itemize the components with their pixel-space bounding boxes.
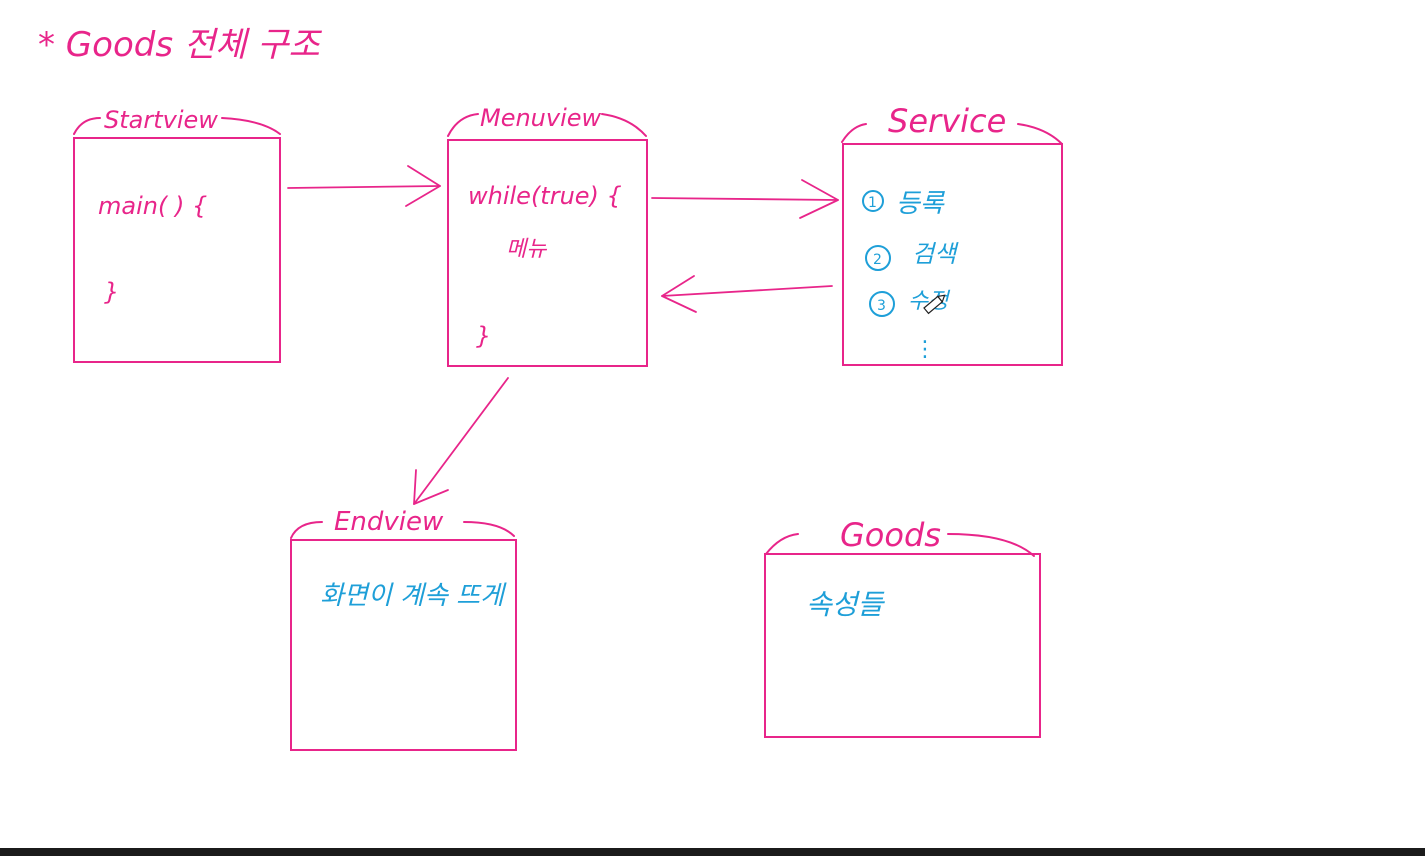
goods-tab bbox=[765, 533, 1035, 557]
startview-node: Startview main( ) { } bbox=[73, 106, 281, 363]
startview-label: Startview bbox=[104, 106, 218, 134]
menuview-label: Menuview bbox=[480, 104, 602, 132]
service-item-3-circle bbox=[869, 291, 895, 317]
endview-node: Endview 화면이 계속 뜨게 bbox=[290, 507, 517, 751]
bottom-bar bbox=[0, 848, 1425, 856]
menuview-box bbox=[447, 139, 648, 367]
menuview-line2: 메뉴 bbox=[506, 237, 547, 262]
endview-box bbox=[290, 539, 517, 751]
pencil-cursor-icon bbox=[923, 294, 946, 315]
startview-line2: } bbox=[104, 278, 119, 306]
service-item-1-circle bbox=[862, 190, 884, 212]
arrow-service-to-menuview bbox=[661, 275, 833, 313]
service-item-2-num: 2 bbox=[873, 252, 882, 268]
goods-node: Goods 속성들 bbox=[764, 516, 1041, 738]
startview-box bbox=[73, 137, 281, 363]
endview-tab bbox=[290, 521, 515, 539]
menuview-line1: while(true) { bbox=[468, 182, 622, 210]
goods-label: Goods bbox=[840, 516, 941, 554]
service-node: Service 1 등록 2 검색 3 수정 ⋮ bbox=[841, 102, 1063, 366]
startview-tab bbox=[73, 117, 281, 135]
service-item-2-circle bbox=[865, 245, 891, 271]
service-tab bbox=[841, 123, 1063, 145]
service-item-1-num: 1 bbox=[868, 195, 877, 211]
endview-text: 화면이 계속 뜨게 bbox=[320, 581, 507, 611]
service-item-1-text: 등록 bbox=[896, 189, 946, 219]
goods-box bbox=[764, 553, 1041, 738]
menuview-tab bbox=[447, 113, 647, 137]
service-more: ⋮ bbox=[914, 337, 936, 362]
page-title: * Goods 전체 구조 bbox=[38, 25, 323, 65]
arrow-startview-to-menuview bbox=[287, 165, 441, 207]
arrow-menuview-to-endview bbox=[413, 377, 509, 505]
endview-label: Endview bbox=[334, 507, 444, 537]
service-item-3-num: 3 bbox=[877, 298, 886, 314]
service-item-2-text: 검색 bbox=[912, 240, 959, 268]
menuview-node: Menuview while(true) { 메뉴 } bbox=[447, 104, 648, 367]
arrow-menuview-to-service bbox=[651, 179, 839, 219]
service-box bbox=[842, 143, 1063, 366]
menuview-line3: } bbox=[476, 322, 491, 350]
service-label: Service bbox=[888, 102, 1006, 140]
goods-text: 속성들 bbox=[806, 588, 886, 621]
startview-line1: main( ) { bbox=[98, 192, 207, 220]
